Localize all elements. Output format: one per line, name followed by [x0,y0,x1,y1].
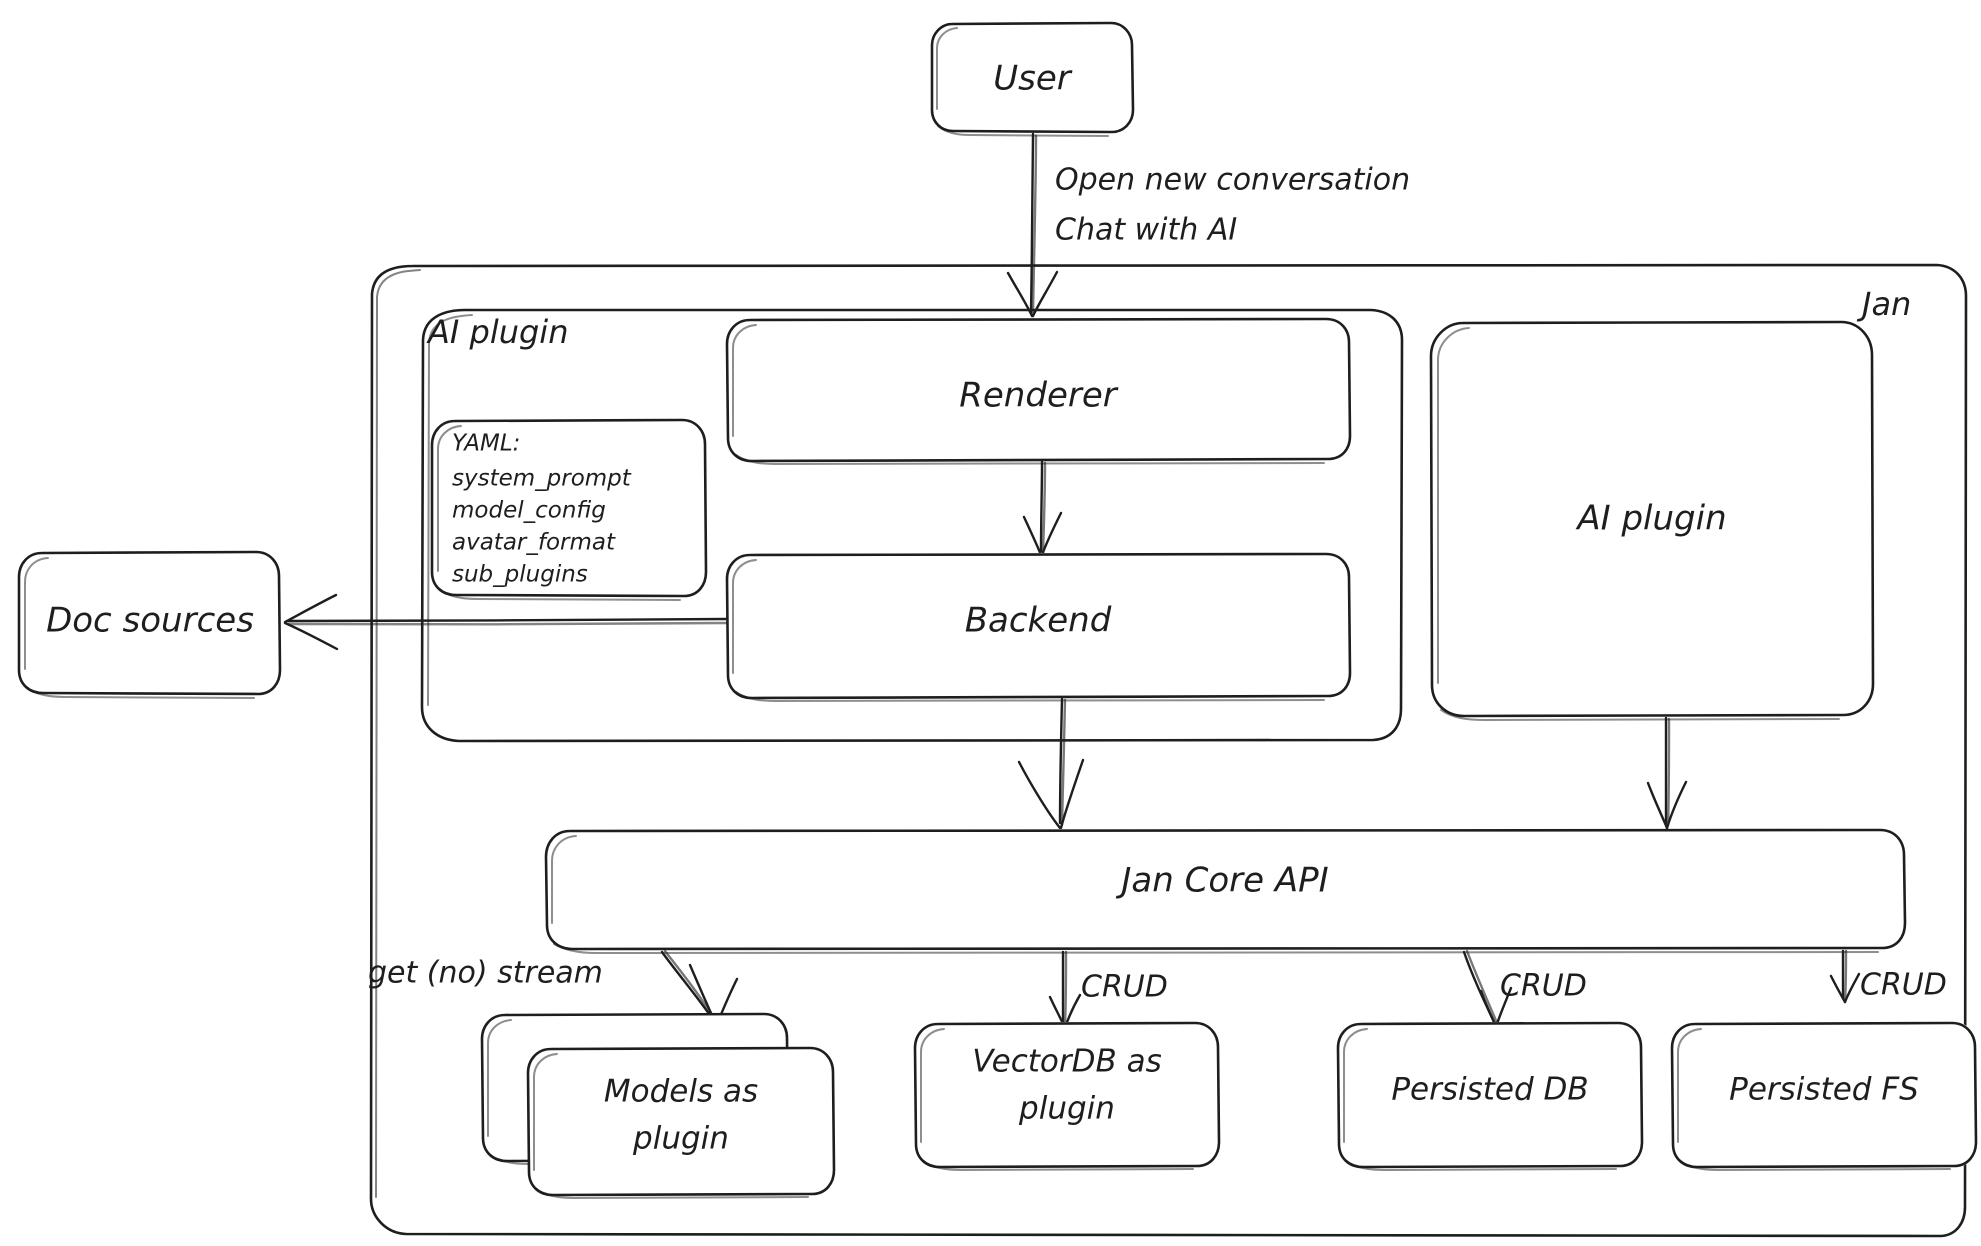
edge-core-to-persisted-fs-label: CRUD [1860,968,1947,1003]
node-ai-plugin-label: AI plugin [1575,499,1726,539]
node-models-plugin[interactable] [526,1046,836,1199]
edge-user-to-renderer [1006,132,1059,318]
node-persisted-fs-label: Persisted FS [1729,1072,1919,1108]
node-renderer[interactable] [725,317,1352,465]
container-ai-plugin-group-label: AI plugin [426,313,568,351]
node-jan-core-api-label: Jan Core API [1115,861,1328,901]
edge-backend-to-core-api [1017,697,1085,830]
node-vectordb-plugin[interactable] [913,1021,1221,1171]
node-ai-plugin[interactable] [1429,320,1875,721]
edge-core-to-models-label: get (no) stream [368,956,603,991]
edge-renderer-to-backend [1022,460,1063,557]
edge-backend-to-doc-sources [283,593,728,651]
node-doc-sources-label: Doc sources [46,601,254,641]
node-vectordb-plugin-label-line1: VectorDB as [972,1044,1162,1080]
node-backend[interactable] [725,552,1352,702]
node-doc-sources[interactable] [17,550,282,699]
node-models-plugin-label-line2: plugin [632,1121,729,1157]
yaml-card-key-2: avatar_format [452,530,616,556]
node-user-label: User [993,59,1073,99]
edge-core-to-vectordb-label: CRUD [1081,970,1168,1005]
node-persisted-fs[interactable] [1670,1021,1978,1171]
edge-user-to-renderer-label-line1: Open new conversation [1055,163,1410,198]
container-jan [369,263,1968,1238]
yaml-card-key-3: sub_plugins [452,562,588,588]
yaml-card [430,418,708,601]
yaml-card-key-0: system_prompt [452,466,632,492]
node-models-plugin-label-line1: Models as [604,1074,758,1110]
node-backend-label: Backend [965,601,1112,641]
yaml-card-header: YAML: [452,431,520,457]
edge-core-to-persisted-db-label: CRUD [1500,969,1587,1004]
node-renderer-label: Renderer [959,376,1118,416]
node-persisted-db[interactable] [1336,1021,1644,1171]
node-vectordb-plugin-label-line2: plugin [1018,1091,1115,1127]
node-jan-core-api[interactable] [544,828,1907,954]
container-ai-plugin-group [420,308,1404,743]
container-jan-label: Jan [1856,285,1911,323]
edge-core-to-vectordb [1048,950,1082,1030]
node-user[interactable] [930,21,1135,137]
node-persisted-db-label: Persisted DB [1391,1072,1588,1108]
edge-ai-plugin-to-core-api [1646,716,1688,830]
yaml-card-key-1: model_config [452,498,606,524]
edge-user-to-renderer-label-line2: Chat with AI [1055,213,1237,248]
edge-core-to-persisted-fs [1829,949,1861,1004]
